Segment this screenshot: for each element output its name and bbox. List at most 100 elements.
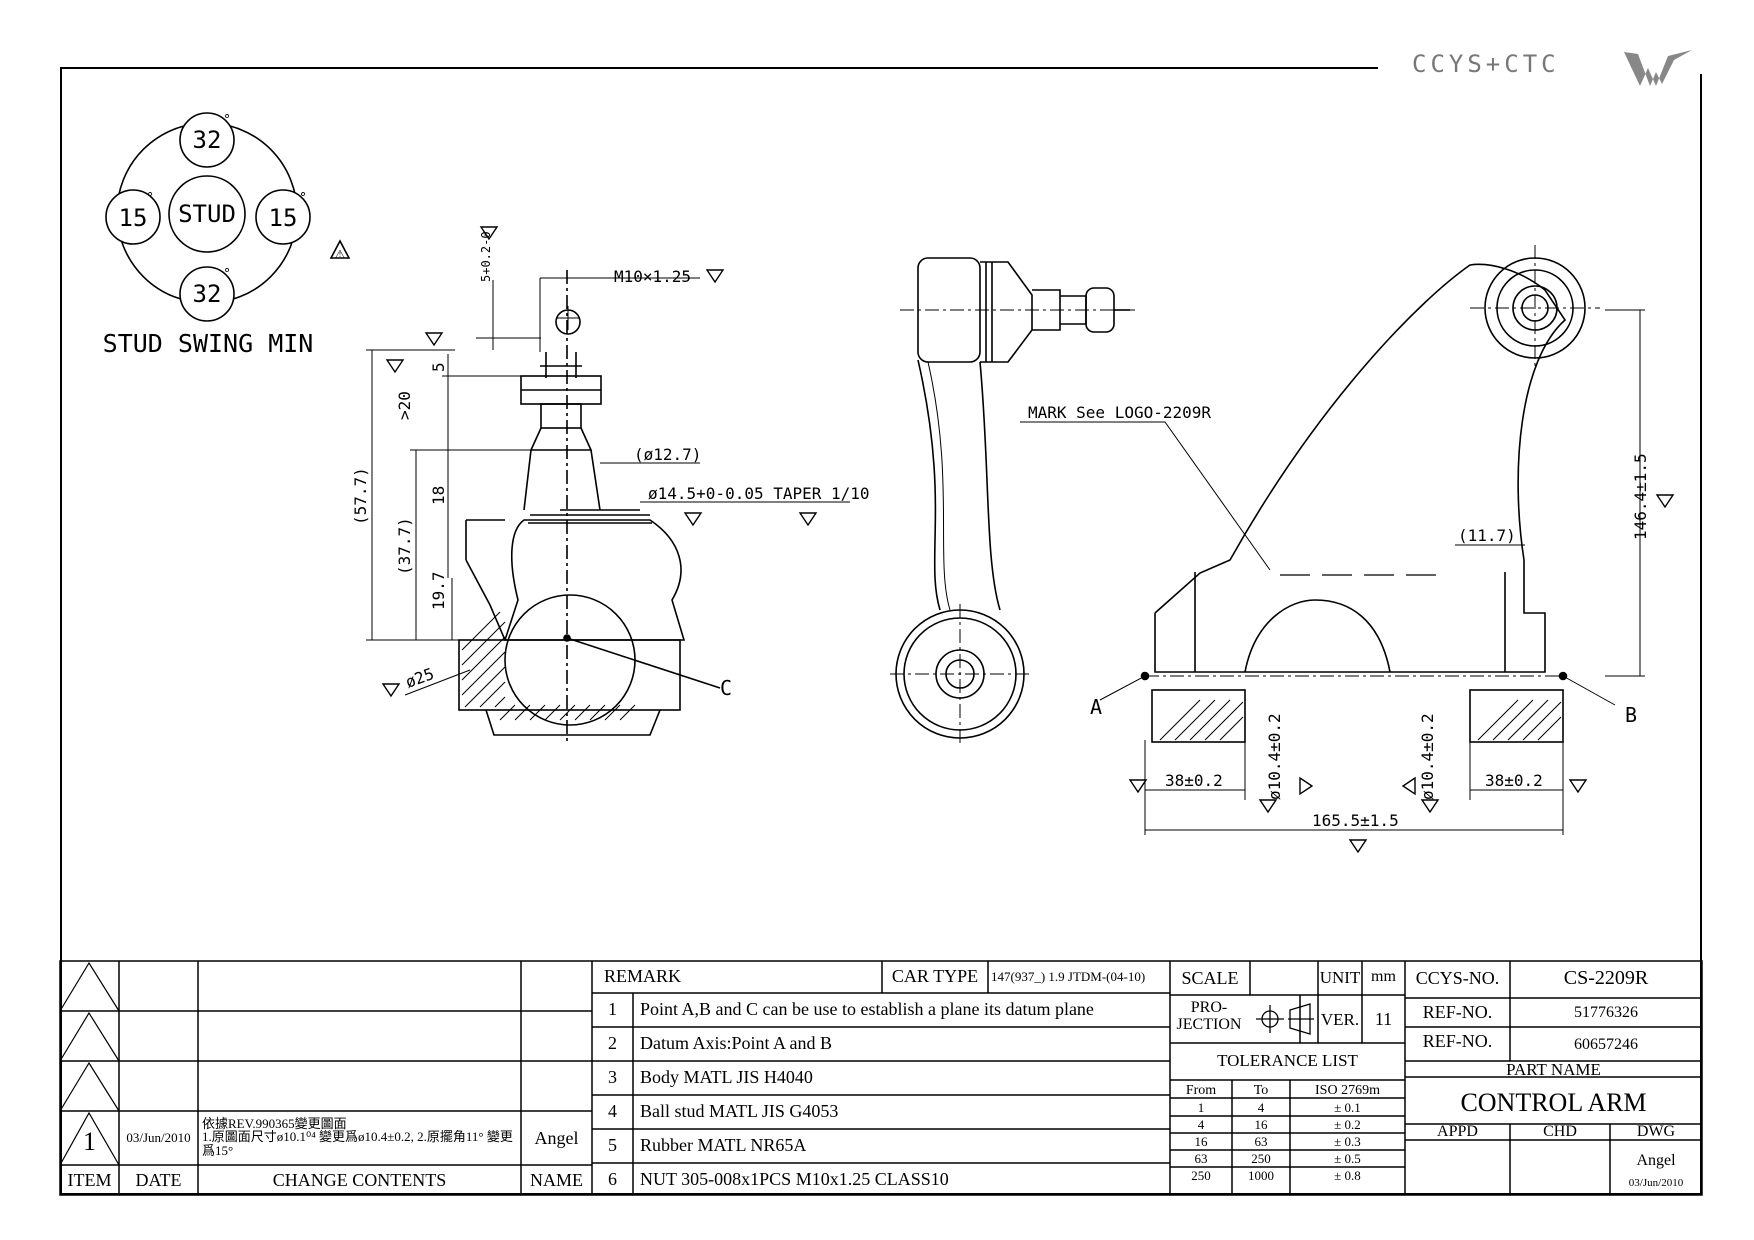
swing-right-value: 15 <box>269 204 298 232</box>
dim-tol-5: 5+0.2-0 <box>479 231 493 282</box>
ref-no-value-2: 60657246 <box>1574 1036 1638 1053</box>
ref-no-label-2: REF-NO. <box>1422 1031 1493 1051</box>
dwg-name: Angel <box>1636 1152 1676 1169</box>
header-change-contents: CHANGE CONTENTS <box>272 1170 447 1190</box>
swing-left-value: 15 <box>119 204 148 232</box>
unit-label: UNIT <box>1319 968 1361 987</box>
swing-top-value: 32 <box>193 126 222 154</box>
tol-header-iso: ISO 2769m <box>1315 1083 1380 1098</box>
appd-label: APPD <box>1437 1123 1478 1140</box>
point-a-label: A <box>1090 695 1102 719</box>
dim-19-7: 19.7 <box>429 571 448 610</box>
dim-phi-10-4-b: ø10.4±0.2 <box>1418 713 1437 800</box>
remark-no: 3 <box>608 1067 617 1087</box>
ref-no-value-1: 51776326 <box>1574 1004 1638 1021</box>
drawing-frame <box>60 67 1702 1195</box>
remark-no: 4 <box>608 1101 617 1121</box>
dim-146-4: 146.4±1.5 <box>1631 453 1650 540</box>
dwg-label: DWG <box>1636 1123 1676 1140</box>
dim-five: 5 <box>429 362 448 372</box>
remark-text: Body MATL JIS H4040 <box>640 1067 813 1087</box>
tol-to: 1000 <box>1248 1168 1274 1183</box>
ver-label: VER. <box>1320 1010 1360 1029</box>
tol-value: ± 0.5 <box>1334 1151 1361 1166</box>
dwg-date: 03/Jun/2010 <box>1628 1177 1684 1189</box>
technical-drawing: 32 32 15 15 STUD ° ° ° ° STUD SWING MIN … <box>103 112 1675 854</box>
ref-no-label-1: REF-NO. <box>1422 1002 1493 1022</box>
dim-57-7: (57.7) <box>351 467 370 525</box>
swing-bottom-value: 32 <box>193 280 222 308</box>
tol-to: 250 <box>1251 1151 1271 1166</box>
dim-37-7: (37.7) <box>395 517 414 575</box>
remark-text: Point A,B and C can be use to establish … <box>640 999 1094 1019</box>
remark-text: NUT 305-008x1PCS M10x1.25 CLASS10 <box>640 1169 949 1189</box>
dim-gt20: >20 <box>395 391 414 420</box>
revision-contents-line1: 依據REV.990365變更圖面 <box>202 1116 347 1131</box>
header-name: NAME <box>530 1170 583 1190</box>
ver-value: 11 <box>1374 1009 1393 1029</box>
car-type-value: 147(937_) 1.9 JTDM-(04-10) <box>991 969 1146 984</box>
remark-text: Rubber MATL NR65A <box>640 1135 807 1155</box>
tol-from: 1 <box>1197 1100 1205 1115</box>
stud-swing-caption: STUD SWING MIN <box>103 329 314 358</box>
part-name-label: PART NAME <box>1506 1060 1601 1079</box>
tol-value: ± 0.8 <box>1334 1168 1361 1183</box>
remark-text: Ball stud MATL JIS G4053 <box>640 1101 839 1121</box>
tol-to: 4 <box>1257 1100 1265 1115</box>
projection-label-1: PRO- <box>1190 1000 1228 1016</box>
scale-label: SCALE <box>1181 968 1239 988</box>
point-c-label: C <box>720 676 732 700</box>
revision-contents-line2: 1.原圖面尺寸ø10.1⁰⁴ 變更爲ø10.4±0.2, 2.原擺角11° 變更… <box>202 1130 513 1158</box>
swing-center-label: STUD <box>178 200 236 228</box>
dim-phi-10-4-a: ø10.4±0.2 <box>1265 713 1284 800</box>
frame-gap <box>1378 60 1708 74</box>
ccys-no-value: CS-2209R <box>1563 967 1649 989</box>
company-logo-text: CCYS+CTC <box>1412 50 1560 78</box>
tol-value: ± 0.3 <box>1334 1134 1361 1149</box>
tol-to: 16 <box>1254 1117 1268 1132</box>
dim-18: 18 <box>429 486 448 505</box>
remark-no: 2 <box>608 1033 617 1053</box>
chd-label: CHD <box>1543 1123 1577 1140</box>
dim-phi-14-5: ø14.5+0-0.05 TAPER 1/10 <box>648 484 870 503</box>
remark-header: REMARK <box>604 966 682 986</box>
tol-value: ± 0.2 <box>1334 1117 1361 1132</box>
dim-11-7: (11.7) <box>1458 526 1516 545</box>
revision-number: 1 <box>83 1127 96 1156</box>
degree-mark: ° <box>223 113 231 128</box>
logo-mark-note: MARK See LOGO-2209R <box>1028 403 1211 422</box>
header-date: DATE <box>135 1170 182 1190</box>
dim-165-5: 165.5±1.5 <box>1312 811 1399 830</box>
degree-mark: ° <box>299 191 307 206</box>
dim-38-a: 38±0.2 <box>1165 771 1223 790</box>
point-b-label: B <box>1625 703 1637 727</box>
revision-date: 03/Jun/2010 <box>126 1130 191 1145</box>
remark-text: Datum Axis:Point A and B <box>640 1033 833 1053</box>
ccys-no-label: CCYS-NO. <box>1415 968 1500 988</box>
unit-value: mm <box>1371 968 1396 985</box>
remark-no: 5 <box>608 1135 617 1155</box>
dim-38-b: 38±0.2 <box>1485 771 1543 790</box>
projection-label-2: JECTION <box>1176 1017 1242 1033</box>
dim-thread: M10×1.25 <box>614 267 691 286</box>
revision-name: Angel <box>534 1128 579 1148</box>
tol-from: 16 <box>1194 1134 1208 1149</box>
tol-header-to: To <box>1253 1083 1269 1098</box>
warning-icon: ⚠ <box>335 243 345 262</box>
remark-no: 6 <box>608 1169 617 1189</box>
remark-no: 1 <box>608 999 617 1019</box>
tol-to: 63 <box>1254 1134 1268 1149</box>
degree-mark: ° <box>146 191 154 206</box>
tol-from: 250 <box>1191 1168 1211 1183</box>
header-item: ITEM <box>67 1170 112 1190</box>
tol-from: 63 <box>1194 1151 1208 1166</box>
tol-value: ± 0.1 <box>1334 1100 1361 1115</box>
ccys-ctc-logo-icon <box>1624 50 1692 86</box>
car-type-label: CAR TYPE <box>891 966 979 986</box>
dim-phi-12-7: (ø12.7) <box>634 445 701 464</box>
degree-mark: ° <box>223 267 231 282</box>
part-name-value: CONTROL ARM <box>1460 1088 1647 1117</box>
tol-header-from: From <box>1185 1083 1217 1098</box>
tol-from: 4 <box>1197 1117 1205 1132</box>
